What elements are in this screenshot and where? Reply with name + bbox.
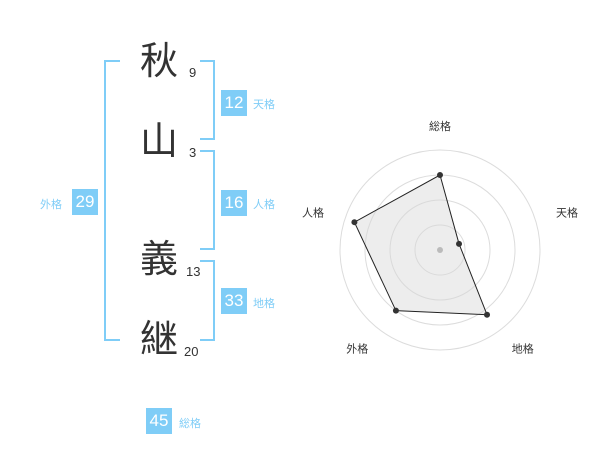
name-char-4: 継 — [140, 317, 179, 361]
name-char-1-strokes: 9 — [189, 65, 197, 80]
name-char-2: 山 — [140, 119, 179, 163]
gaikaku-label: 外格 — [40, 198, 62, 211]
radar-point-5 — [351, 219, 358, 226]
radar-axis-label-5: 人格 — [302, 205, 324, 219]
tenkaku-value-badge: 12 — [221, 90, 247, 116]
name-char-1: 秋 — [140, 39, 179, 83]
chikaku-label: 地格 — [253, 297, 275, 310]
jinkaku-label: 人格 — [253, 198, 275, 211]
radar-ring — [389, 199, 491, 301]
radar-point-2 — [456, 240, 463, 247]
radar-axis-label-2: 天格 — [556, 205, 578, 219]
radar-axis-label-1: 総格 — [429, 119, 451, 133]
radar-point-1 — [437, 172, 443, 178]
soukaku-value-badge: 45 — [146, 408, 172, 434]
name-char-4-strokes: 20 — [184, 344, 199, 359]
radar-axis-label-3: 地格 — [512, 342, 534, 356]
soukaku-label: 総格 — [179, 417, 201, 430]
name-char-3-strokes: 13 — [186, 264, 201, 279]
gaikaku-bracket — [104, 60, 120, 341]
chikaku-value-badge: 33 — [221, 288, 247, 314]
radar-ring — [414, 224, 466, 276]
chikaku-bracket — [200, 260, 215, 341]
tenkaku-bracket — [200, 60, 215, 140]
radar-point-3 — [484, 311, 491, 318]
name-char-3: 義 — [140, 237, 179, 281]
jinkaku-value-badge: 16 — [221, 190, 247, 216]
radar-axis-label-4: 外格 — [346, 342, 368, 356]
radar-center-dot — [437, 247, 443, 253]
tenkaku-label: 天格 — [253, 98, 275, 111]
radar-point-4 — [392, 307, 399, 314]
radar-series-polygon — [353, 174, 488, 316]
jinkaku-bracket — [200, 150, 215, 250]
gaikaku-value-badge: 29 — [72, 189, 98, 215]
name-char-2-strokes: 3 — [189, 145, 197, 160]
radar-ring — [339, 149, 541, 351]
